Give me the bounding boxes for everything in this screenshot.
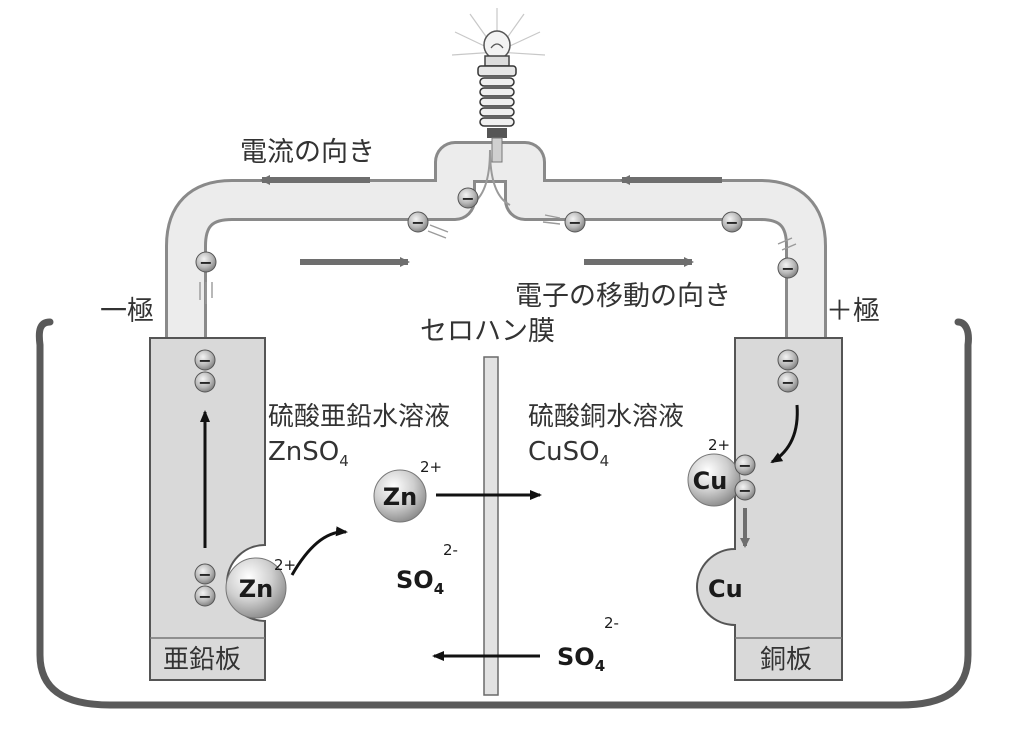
copper-solution-formula: CuSO4	[528, 437, 609, 470]
electron: −	[194, 585, 216, 607]
cellophane-membrane	[483, 356, 499, 696]
copper-plate	[696, 337, 843, 681]
svg-text:−: −	[461, 189, 474, 208]
copper-electron-arrow	[770, 404, 799, 464]
electron: −	[194, 371, 216, 393]
svg-text:−: −	[725, 213, 738, 232]
zinc-solution-formula: ZnSO4	[268, 437, 349, 470]
positive-pole-label: ＋極	[826, 296, 880, 327]
electron: −	[721, 211, 743, 233]
electron: −	[777, 257, 799, 279]
electron: −	[734, 454, 756, 476]
svg-text:Zn: Zn	[239, 575, 274, 603]
beaker	[35, 318, 972, 709]
svg-text:−: −	[781, 351, 794, 370]
svg-text:−: −	[199, 253, 212, 272]
electron: −	[194, 349, 216, 371]
svg-text:−: −	[781, 259, 794, 278]
svg-text:2+: 2+	[420, 458, 442, 476]
svg-text:2+: 2+	[708, 436, 730, 454]
negative-pole-label: 一極	[100, 296, 154, 327]
electron: −	[734, 479, 756, 501]
electron: −	[195, 251, 217, 273]
cu-ion-receiving-electrons: Cu 2+	[687, 436, 741, 507]
zinc-plate-label: 亜鉛板	[163, 645, 241, 675]
electron: −	[777, 349, 799, 371]
copper-plate-label: 銅板	[760, 645, 812, 675]
svg-text:Zn: Zn	[383, 483, 418, 511]
svg-text:−: −	[568, 213, 581, 232]
svg-text:2+: 2+	[274, 556, 296, 574]
svg-text:SO4: SO4	[557, 643, 605, 675]
svg-text:−: −	[738, 456, 751, 475]
svg-text:2-: 2-	[443, 541, 458, 559]
svg-text:Cu: Cu	[693, 467, 728, 495]
electron: −	[564, 211, 586, 233]
zn-ion-at-plate: Zn 2+	[225, 556, 296, 619]
cu-metal-deposit: Cu	[708, 575, 743, 603]
svg-text:−: −	[198, 587, 211, 606]
electron: −	[457, 187, 479, 209]
svg-text:Cu: Cu	[708, 575, 743, 603]
electron: −	[777, 371, 799, 393]
wire-electrons: − − − − − −	[195, 187, 799, 279]
electron-direction-label: 電子の移動の向き	[515, 281, 731, 312]
svg-text:−: −	[411, 213, 424, 232]
membrane-label: セロハン膜	[420, 316, 555, 347]
svg-text:−: −	[198, 351, 211, 370]
motion-lines	[199, 214, 797, 304]
current-direction-label: 電流の向き	[240, 137, 375, 168]
copper-solution-label: 硫酸銅水溶液	[528, 402, 684, 432]
svg-text:SO4: SO4	[396, 566, 444, 598]
zinc-solution-label: 硫酸亜鉛水溶液	[268, 402, 450, 432]
light-bulb-icon	[451, 8, 546, 163]
svg-text:−: −	[738, 481, 751, 500]
sulfate-ion-copper-side: SO4 2-	[557, 614, 619, 675]
electron: −	[407, 211, 429, 233]
svg-text:−: −	[781, 373, 794, 392]
zn-dissolve-arrow	[290, 526, 348, 576]
zn-ion-in-solution: Zn 2+	[373, 458, 442, 523]
sulfate-ion-zinc-side: SO4 2-	[396, 541, 458, 598]
svg-text:2-: 2-	[604, 614, 619, 632]
electron: −	[194, 563, 216, 585]
svg-text:−: −	[198, 565, 211, 584]
svg-text:−: −	[198, 373, 211, 392]
